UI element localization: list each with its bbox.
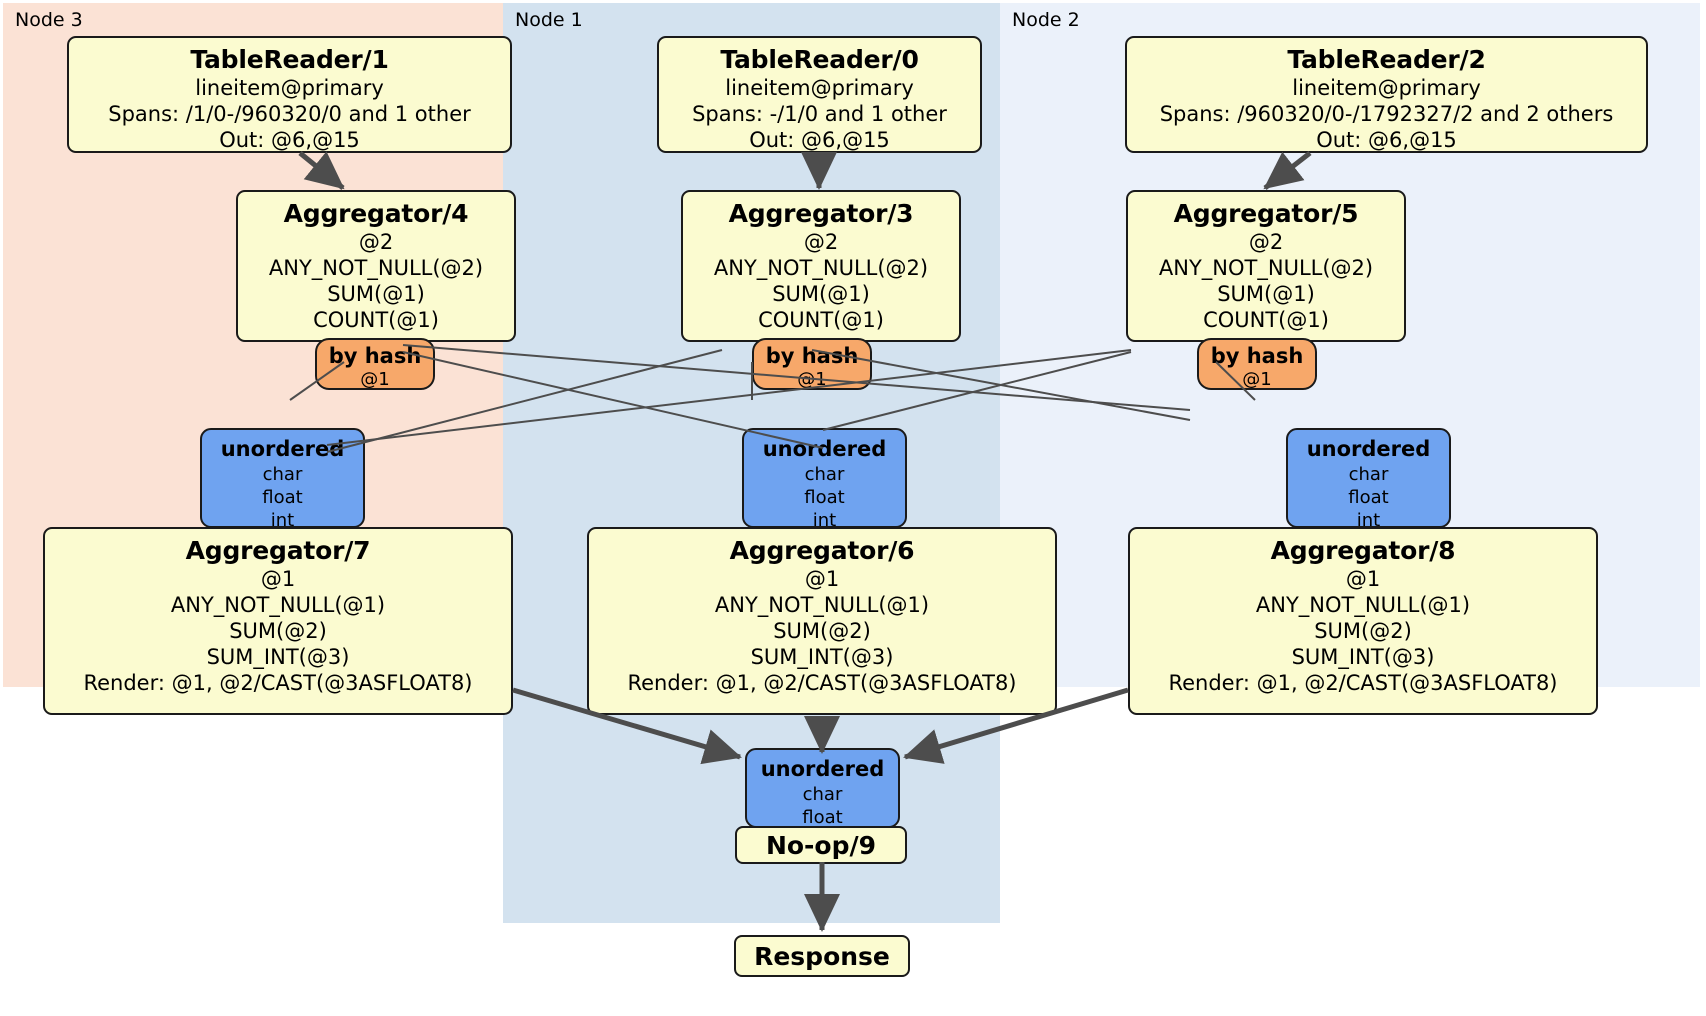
box-detail-line: lineitem@primary [195, 76, 384, 100]
box-detail-line: Render: @1, @2/CAST(@3ASFLOAT8) [1168, 671, 1558, 696]
sync-type: int [812, 509, 837, 531]
box-detail-line: @2 [358, 230, 394, 254]
box-detail-line: @1 [1345, 567, 1381, 591]
box-detail-line: COUNT(@1) [758, 308, 884, 333]
node-label-node3: Node 3 [15, 9, 83, 31]
box-title: Aggregator/6 [729, 536, 915, 565]
sync-type: float [804, 486, 845, 508]
box-detail-line: lineitem@primary [725, 76, 914, 100]
synchronizer-unordered-node3[interactable]: unordered char float int [200, 428, 365, 531]
box-title: Aggregator/3 [728, 199, 914, 228]
box-detail-line: Spans: /960320/0-/1792327/2 and 2 others [1159, 102, 1614, 127]
box-detail-line: ANY_NOT_NULL(@2) [268, 256, 484, 281]
sync-type: char [804, 463, 845, 485]
processor-aggregator-6[interactable]: Aggregator/6 @1 ANY_NOT_NULL(@1) SUM(@2)… [587, 527, 1057, 715]
sync-type: int [1356, 509, 1381, 531]
router-by-hash-node3[interactable]: by hash @1 [315, 338, 435, 390]
processor-tablereader-2[interactable]: TableReader/2 lineitem@primary Spans: /9… [1125, 36, 1648, 153]
box-detail-line: SUM(@1) [772, 282, 870, 307]
box-detail-line: @1 [260, 567, 296, 591]
box-detail-line: ANY_NOT_NULL(@1) [1255, 593, 1471, 618]
processor-tablereader-0[interactable]: TableReader/0 lineitem@primary Spans: -/… [657, 36, 982, 153]
box-detail-line: ANY_NOT_NULL(@1) [170, 593, 386, 618]
box-title: Aggregator/4 [283, 199, 469, 228]
box-title: Response [754, 941, 890, 971]
box-detail-line: ANY_NOT_NULL(@2) [713, 256, 929, 281]
box-detail-line: COUNT(@1) [313, 308, 439, 333]
processor-aggregator-4[interactable]: Aggregator/4 @2 ANY_NOT_NULL(@2) SUM(@1)… [236, 190, 516, 342]
router-by-hash-node1[interactable]: by hash @1 [752, 338, 872, 390]
box-title: Aggregator/8 [1270, 536, 1456, 565]
box-title: TableReader/0 [720, 45, 919, 74]
box-title: TableReader/2 [1287, 45, 1486, 74]
node-label-node2: Node 2 [1012, 9, 1080, 31]
node-label-node1: Node 1 [515, 9, 583, 31]
synchronizer-unordered-node2[interactable]: unordered char float int [1286, 428, 1451, 531]
box-detail-line: Out: @6,@15 [1316, 128, 1457, 153]
sync-type: char [262, 463, 303, 485]
box-detail-line: @1 [804, 567, 840, 591]
router-detail: @1 [1242, 369, 1272, 391]
processor-aggregator-5[interactable]: Aggregator/5 @2 ANY_NOT_NULL(@2) SUM(@1)… [1126, 190, 1406, 342]
sync-type: char [1348, 463, 1389, 485]
sync-type: float [262, 486, 303, 508]
box-detail-line: SUM_INT(@3) [750, 645, 894, 670]
box-detail-line: lineitem@primary [1292, 76, 1481, 100]
box-detail-line: SUM(@1) [327, 282, 425, 307]
box-detail-line: @2 [803, 230, 839, 254]
box-detail-line: @2 [1248, 230, 1284, 254]
box-detail-line: Render: @1, @2/CAST(@3ASFLOAT8) [627, 671, 1017, 696]
box-detail-line: COUNT(@1) [1203, 308, 1329, 333]
sync-type: float [802, 806, 843, 828]
sync-title: unordered [220, 437, 345, 461]
box-detail-line: Out: @6,@15 [749, 128, 890, 153]
processor-tablereader-1[interactable]: TableReader/1 lineitem@primary Spans: /1… [67, 36, 512, 153]
router-title: by hash [328, 344, 422, 368]
box-detail-line: ANY_NOT_NULL(@1) [714, 593, 930, 618]
box-detail-line: ANY_NOT_NULL(@2) [1158, 256, 1374, 281]
sync-type: char [802, 783, 843, 805]
synchronizer-unordered-final[interactable]: unordered char float [745, 748, 900, 828]
box-detail-line: SUM(@2) [1314, 619, 1412, 644]
sync-type: int [270, 509, 295, 531]
box-detail-line: Spans: /1/0-/960320/0 and 1 other [108, 102, 471, 127]
box-detail-line: SUM_INT(@3) [206, 645, 350, 670]
sync-title: unordered [762, 437, 887, 461]
router-title: by hash [765, 344, 859, 368]
box-detail-line: SUM_INT(@3) [1291, 645, 1435, 670]
box-title: Aggregator/5 [1173, 199, 1359, 228]
box-title: Aggregator/7 [185, 536, 371, 565]
sync-title: unordered [1306, 437, 1431, 461]
box-title: TableReader/1 [190, 45, 389, 74]
synchronizer-unordered-node1[interactable]: unordered char float int [742, 428, 907, 531]
processor-aggregator-3[interactable]: Aggregator/3 @2 ANY_NOT_NULL(@2) SUM(@1)… [681, 190, 961, 342]
box-title: No-op/9 [765, 830, 877, 860]
processor-aggregator-8[interactable]: Aggregator/8 @1 ANY_NOT_NULL(@1) SUM(@2)… [1128, 527, 1598, 715]
box-detail-line: Out: @6,@15 [219, 128, 360, 153]
sync-type: float [1348, 486, 1389, 508]
processor-response[interactable]: Response [734, 935, 910, 977]
sync-title: unordered [760, 757, 885, 781]
box-detail-line: Spans: -/1/0 and 1 other [692, 102, 947, 127]
box-detail-line: Render: @1, @2/CAST(@3ASFLOAT8) [83, 671, 473, 696]
router-detail: @1 [360, 369, 390, 391]
router-title: by hash [1210, 344, 1304, 368]
processor-noop-9[interactable]: No-op/9 [735, 826, 907, 864]
box-detail-line: SUM(@2) [773, 619, 871, 644]
router-by-hash-node2[interactable]: by hash @1 [1197, 338, 1317, 390]
box-detail-line: SUM(@2) [229, 619, 327, 644]
box-detail-line: SUM(@1) [1217, 282, 1315, 307]
processor-aggregator-7[interactable]: Aggregator/7 @1 ANY_NOT_NULL(@1) SUM(@2)… [43, 527, 513, 715]
router-detail: @1 [797, 369, 827, 391]
